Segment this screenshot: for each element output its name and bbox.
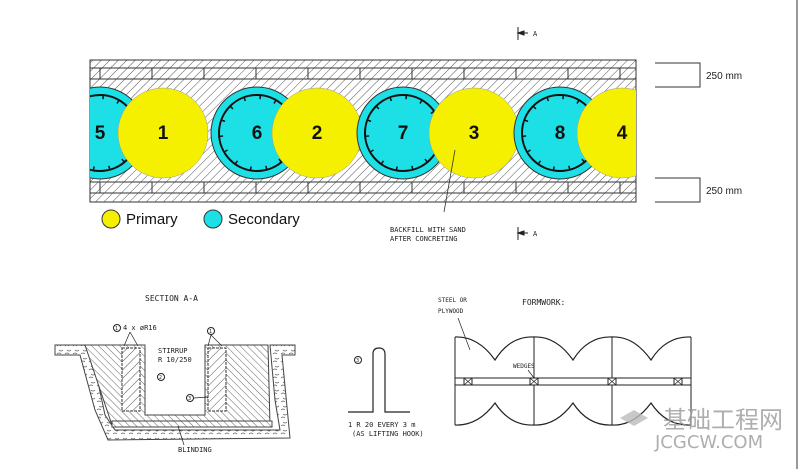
primary-pile [576, 87, 636, 179]
legend: Primary Secondary [101, 209, 300, 229]
dimension-bottom: 250 mm [655, 177, 742, 203]
rebar-mark [581, 158, 586, 163]
rebar-mark [546, 97, 550, 102]
pile-number: 7 [398, 123, 409, 144]
dimension-top: 250 mm [655, 62, 742, 88]
section-mark-bottom: A [516, 227, 538, 240]
rebar-mark [67, 150, 70, 152]
rebar-mark [419, 99, 423, 104]
rebar-mark [375, 105, 380, 110]
svg-text:3: 3 [188, 396, 191, 402]
pile-primary-1: 1 [117, 87, 209, 179]
rebar-mark [411, 165, 414, 170]
rebar-mark [395, 166, 398, 171]
rebar-mark [121, 158, 126, 163]
rebar-mark [64, 120, 68, 121]
primary-pile [117, 87, 209, 179]
rebar-mark [369, 149, 374, 153]
bottom-guide-wall [90, 181, 636, 194]
pile-number: 3 [469, 123, 480, 144]
rebar-mark [221, 119, 226, 123]
rebar-mark [389, 97, 393, 102]
section-a-a: SECTION A-A 1 4 x øR16 1 STIRRUP R 10/25… [54, 294, 296, 454]
pile-number: 6 [252, 123, 263, 144]
pile-number: 5 [95, 123, 106, 144]
wedge [529, 377, 539, 386]
rebar-mark [116, 99, 120, 104]
rebar-mark [265, 165, 268, 170]
svg-text:1 R 20 EVERY 3 m: 1 R 20 EVERY 3 m [348, 421, 415, 429]
rebar-mark [424, 158, 429, 163]
svg-text:A: A [533, 30, 538, 38]
stirrup-label: STIRRUP [158, 347, 188, 355]
rebar-mark [526, 149, 531, 153]
pile-number: 4 [617, 123, 628, 144]
rebar-mark [234, 160, 239, 165]
pile-secondary-7: 7 [356, 86, 450, 180]
pile-number: 2 [312, 123, 323, 144]
rebar-mark [92, 166, 95, 171]
top-guide-wall [90, 67, 636, 80]
formwork-title: FORMWORK: [522, 298, 565, 307]
rebar-mark [430, 110, 435, 115]
lifting-hook-detail: 3 1 R 20 EVERY 3 m (AS LIFTING HOOK) [348, 347, 424, 438]
rebar-mark [367, 119, 372, 123]
svg-text:PLYWOOD: PLYWOOD [438, 308, 464, 315]
dimension-label: 250 mm [706, 71, 742, 82]
svg-text:2: 2 [159, 375, 162, 381]
svg-text:3: 3 [356, 358, 359, 364]
svg-text:1: 1 [115, 326, 118, 332]
primary-swatch [101, 209, 121, 229]
legend-secondary-label: Secondary [228, 211, 300, 228]
blinding-label: BLINDING [178, 446, 212, 454]
plan-view: 5 1 6 2 7 3 8 4 [64, 59, 637, 213]
rebar-mark [108, 165, 111, 170]
stirrup-spacing: R 10/250 [158, 356, 192, 364]
backfill-leader [443, 149, 456, 213]
rebar-mark [576, 99, 580, 104]
watermark-logo: 基础工程网 JCGCW.COM [620, 406, 783, 453]
rebar-mark [229, 105, 234, 110]
rebar-mark [249, 166, 252, 171]
rebar-mark [223, 149, 228, 153]
rebar-mark [380, 160, 385, 165]
rebar-mark [87, 97, 88, 101]
rebar-mark [524, 119, 529, 123]
svg-text:A: A [533, 230, 538, 238]
svg-text:(AS LIFTING HOOK): (AS LIFTING HOOK) [352, 430, 424, 438]
section-mark-top: A [516, 27, 538, 40]
dimension-label: 250 mm [706, 186, 742, 197]
rebar-mark [537, 160, 542, 165]
pile-number: 1 [158, 123, 169, 144]
rebar-mark [278, 158, 283, 163]
wedge [673, 377, 683, 386]
rebar-mark [73, 106, 76, 109]
rebar-mark [273, 99, 277, 104]
svg-text:1: 1 [209, 329, 212, 335]
backfill-note: AFTER CONCRETING [390, 235, 457, 243]
rebar-mark [568, 165, 571, 170]
rebar-mark [552, 166, 555, 171]
backfill-note: BACKFILL WITH SAND [390, 226, 466, 234]
section-title: SECTION A-A [145, 294, 198, 303]
svg-text:STEEL OR: STEEL OR [438, 297, 467, 304]
pile-primary-4: 4 [576, 87, 636, 179]
pile-primary-3: 3 [428, 87, 520, 179]
secondary-swatch [203, 209, 223, 229]
pile-secondary-8: 8 [513, 86, 607, 180]
legend-primary-label: Primary [126, 211, 178, 228]
wedges-label: WEDGES [513, 363, 535, 370]
wedge [607, 377, 617, 386]
rebar-label: 4 x øR16 [123, 324, 157, 332]
pile-number: 8 [555, 123, 566, 144]
pile-primary-2: 2 [271, 87, 363, 179]
svg-text:基础工程网: 基础工程网 [663, 406, 783, 434]
rebar-mark [78, 161, 80, 164]
rebar-mark [532, 105, 537, 110]
formwork-detail: FORMWORK: STEEL OR PLYWOOD WEDGES [438, 297, 692, 426]
rebar-mark [243, 97, 247, 102]
svg-text:JCGCW.COM: JCGCW.COM [654, 432, 763, 453]
wedge [463, 377, 473, 386]
